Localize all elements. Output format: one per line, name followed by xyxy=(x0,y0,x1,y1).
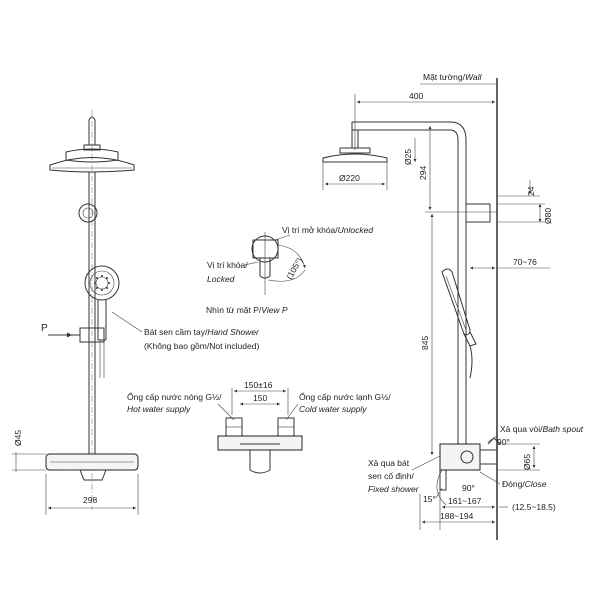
svg-text:Xả qua vòi/Bath spout: Xả qua vòi/Bath spout xyxy=(500,424,584,434)
valve-detail: 150±16 150 Ống cấp nước nóng G½/ Hot wat… xyxy=(127,380,391,474)
hand-shower-label-en: Hand Shower xyxy=(207,327,260,337)
fixed-shower-label-vi-2: sen cố định/ xyxy=(368,471,414,481)
angle-15: 15° xyxy=(423,494,436,504)
close-label-en: Close xyxy=(525,479,547,489)
close-label-vi: Đóng/ xyxy=(502,479,525,489)
svg-text:Vị trí mở khóa/Unlocked: Vị trí mở khóa/Unlocked xyxy=(282,225,373,235)
view-p-detail: Vị trí mở khóa/Unlocked Vị trí khóa/ Loc… xyxy=(206,225,373,315)
angle-90-bottom: 90° xyxy=(462,483,475,493)
side-wall-bracket xyxy=(465,203,491,223)
side-hand-shower xyxy=(441,268,477,379)
dim-65: Ø65 xyxy=(522,454,532,470)
view-p-caption-vi: Nhìn từ mặt P/ xyxy=(206,305,262,315)
dim-161-167: 161~167 xyxy=(448,496,482,506)
side-view: Mặt tường/Wall 400 Ø220 Ø25 294 xyxy=(322,72,584,540)
front-top-stem xyxy=(88,120,96,145)
dim-24: 24 xyxy=(526,186,536,196)
front-slide-holder xyxy=(79,327,105,343)
dim-294: 294 xyxy=(418,166,428,180)
arm-length-dim: 400 xyxy=(409,91,423,101)
view-p-caption-en: View P xyxy=(261,305,288,315)
dim-80: Ø80 xyxy=(543,208,553,224)
angle-90-top: 90° xyxy=(497,437,510,447)
valve-dim-top: 150±16 xyxy=(244,380,273,390)
dim-845: 845 xyxy=(420,336,430,350)
head-thickness-dim: Ø25 xyxy=(403,149,413,165)
bath-spout-label-en: Bath spout xyxy=(543,424,584,434)
hand-shower-label-vi: Bát sen cầm tay/ xyxy=(144,327,208,337)
locked-label-vi: Vị trí khóa/ xyxy=(207,260,248,270)
svg-text:Đóng/Close: Đóng/Close xyxy=(502,479,547,489)
hot-supply-label-en: Hot water supply xyxy=(127,404,191,414)
fixed-shower-label-vi-1: Xả qua bát xyxy=(368,458,410,468)
unlocked-label-en: Unlocked xyxy=(338,225,374,235)
dim-188-194: 188~194 xyxy=(440,511,474,521)
front-hand-shower xyxy=(84,265,120,378)
front-shower-head xyxy=(49,144,135,173)
side-shower-head: Ø220 xyxy=(322,147,388,190)
lock-angle-dim: (105°) xyxy=(284,256,304,281)
fixed-shower-label-en: Fixed shower xyxy=(368,484,420,494)
view-p-label: P xyxy=(41,323,48,334)
bath-spout-label-vi: Xả qua vòi/ xyxy=(500,424,543,434)
head-diameter-dim: Ø220 xyxy=(339,173,360,183)
svg-text:Nhìn từ mặt P/View P: Nhìn từ mặt P/View P xyxy=(206,305,288,315)
valve-dim-inner: 150 xyxy=(253,393,267,403)
front-riser xyxy=(88,172,96,460)
hot-supply-label-vi: Ống cấp nước nóng G½/ xyxy=(127,391,222,402)
wall-label-en: Wall xyxy=(465,72,482,82)
side-mixer-body xyxy=(439,437,501,491)
cold-supply-label-vi: Ống cấp nước lạnh G½/ xyxy=(299,391,391,402)
side-riser xyxy=(457,140,467,445)
dim-70-76: 70~76 xyxy=(513,257,537,267)
cold-supply-label-en: Cold water supply xyxy=(299,404,367,414)
svg-text:Mặt tường/Wall: Mặt tường/Wall xyxy=(423,72,482,82)
front-mixer-body xyxy=(45,453,139,481)
dim-12-5: (12.5~18.5) xyxy=(512,502,556,512)
side-arm xyxy=(352,121,467,141)
svg-text:Bát sen cầm tay/Hand Shower: Bát sen cầm tay/Hand Shower xyxy=(144,327,260,337)
locked-label-en: Locked xyxy=(207,274,235,284)
wall-label-vi: Mặt tường/ xyxy=(423,72,466,82)
front-width-dim: 298 xyxy=(83,495,97,505)
not-included-label: (Không bao gồm/Not included) xyxy=(144,341,259,351)
front-view: P Bát sen cầm tay/Hand Shower (Không bao… xyxy=(12,110,260,515)
front-diameter-dim: Ø45 xyxy=(13,430,23,446)
unlocked-label-vi: Vị trí mở khóa/ xyxy=(282,225,338,235)
front-wall-bracket xyxy=(78,203,98,223)
